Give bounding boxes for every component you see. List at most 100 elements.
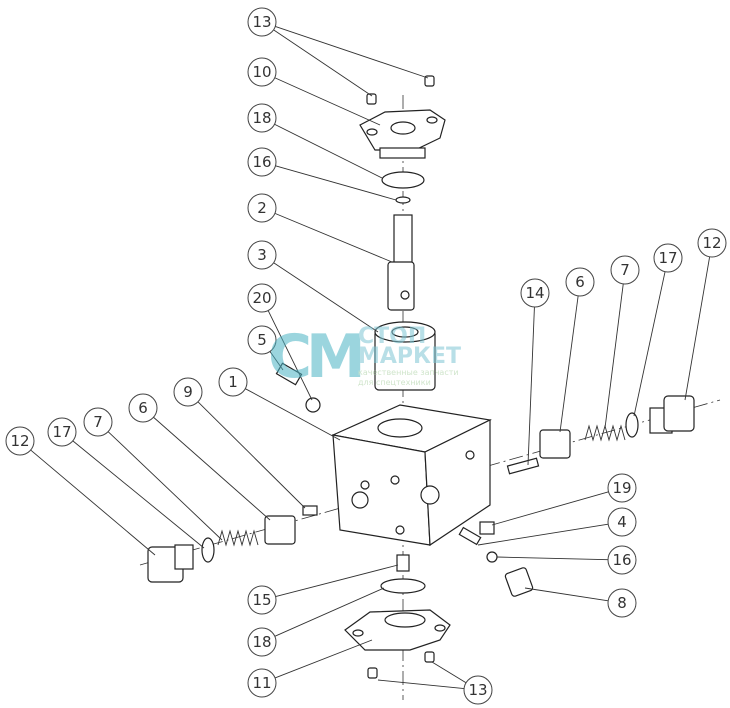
part-13-screws-bottom bbox=[367, 651, 435, 679]
part-3-sleeve bbox=[374, 321, 436, 391]
leader-line bbox=[30, 449, 156, 556]
callout-label: 20 bbox=[252, 289, 271, 307]
callout-circle bbox=[610, 255, 640, 285]
callout-label: 8 bbox=[617, 594, 627, 612]
leader-line bbox=[524, 587, 609, 602]
part-12-plug-right bbox=[649, 395, 695, 434]
callout-label: 9 bbox=[183, 383, 193, 401]
callout-circle bbox=[47, 417, 77, 447]
leader-line bbox=[275, 564, 399, 597]
callout-circle bbox=[247, 147, 277, 177]
callout-label: 7 bbox=[620, 261, 630, 279]
callout-circle bbox=[247, 585, 277, 615]
leader-line bbox=[274, 639, 373, 679]
callout-circle bbox=[463, 675, 493, 705]
callout-label: 16 bbox=[252, 153, 271, 171]
leader-line bbox=[559, 295, 579, 433]
part-17-oring-left bbox=[201, 537, 215, 563]
callout-label: 6 bbox=[575, 273, 585, 291]
callout-circle bbox=[247, 103, 277, 133]
callout-label: 13 bbox=[468, 681, 487, 699]
leader-line bbox=[273, 262, 379, 333]
leader-line bbox=[491, 491, 609, 526]
leader-line bbox=[275, 165, 397, 201]
callout-circle bbox=[247, 325, 277, 355]
leader-line bbox=[275, 26, 429, 79]
callout-circle bbox=[247, 668, 277, 698]
callout-circle bbox=[247, 7, 277, 37]
callout-circle bbox=[247, 193, 277, 223]
leader-line bbox=[267, 310, 313, 401]
callout-label: 18 bbox=[252, 633, 271, 651]
callout-label: 1 bbox=[228, 373, 238, 391]
callout-circle bbox=[607, 473, 637, 503]
part-2-spool bbox=[387, 214, 415, 311]
callout-circle bbox=[607, 507, 637, 537]
callout-label: 10 bbox=[252, 63, 271, 81]
part-12-plug-left bbox=[147, 544, 194, 583]
callout-label: 19 bbox=[612, 479, 631, 497]
part-5-fitting bbox=[275, 362, 303, 386]
callout-label: 16 bbox=[612, 551, 631, 569]
callout-circle bbox=[607, 545, 637, 575]
callout-circle bbox=[5, 426, 35, 456]
part-20-washer bbox=[305, 397, 321, 413]
callout-label: 18 bbox=[252, 109, 271, 127]
part-16-oring-front bbox=[486, 551, 498, 563]
leader-line bbox=[377, 679, 465, 690]
callout-circle bbox=[607, 588, 637, 618]
part-18-oring bbox=[381, 171, 425, 189]
part-8-plug bbox=[504, 567, 534, 597]
part-16-oring bbox=[395, 196, 411, 204]
part-19-check bbox=[479, 521, 495, 535]
callout-circle bbox=[247, 283, 277, 313]
leader-line bbox=[269, 351, 284, 371]
leader-line bbox=[684, 256, 711, 401]
leader-line bbox=[245, 388, 341, 441]
part-14-pin bbox=[506, 457, 540, 475]
part-6-piston-left bbox=[264, 515, 296, 545]
leader-line bbox=[431, 661, 467, 684]
part-10-top-flange bbox=[359, 109, 446, 159]
callout-circle bbox=[173, 377, 203, 407]
part-9-plug bbox=[302, 505, 318, 516]
callout-label: 6 bbox=[138, 399, 148, 417]
callout-circle bbox=[247, 240, 277, 270]
callout-label: 12 bbox=[10, 432, 29, 450]
callout-label: 12 bbox=[702, 234, 721, 252]
leader-line bbox=[604, 283, 624, 429]
callout-label: 11 bbox=[252, 674, 271, 692]
part-18-oring-bottom bbox=[380, 578, 426, 594]
callout-label: 4 bbox=[617, 513, 627, 531]
leader-line bbox=[153, 416, 271, 521]
part-6-piston-right bbox=[539, 429, 571, 459]
callout-circle bbox=[83, 407, 113, 437]
part-15-pin bbox=[396, 554, 410, 572]
callout-label: 2 bbox=[257, 199, 267, 217]
leader-line bbox=[527, 306, 535, 466]
part-17-oring-right bbox=[625, 412, 639, 438]
leader-line bbox=[274, 587, 385, 637]
callout-circle bbox=[247, 627, 277, 657]
leader-line bbox=[274, 123, 383, 179]
callout-circle bbox=[697, 228, 727, 258]
callout-group: 1310181623205196717121467171219416815181… bbox=[5, 7, 727, 705]
leader-line bbox=[107, 431, 223, 541]
callout-label: 7 bbox=[93, 413, 103, 431]
callout-circle bbox=[128, 393, 158, 423]
leader-line bbox=[197, 401, 306, 509]
callout-circle bbox=[565, 267, 595, 297]
callout-circle bbox=[247, 57, 277, 87]
callout-label: 15 bbox=[252, 591, 271, 609]
leader-line bbox=[72, 440, 205, 549]
callout-circle bbox=[520, 278, 550, 308]
leader-line bbox=[477, 523, 609, 546]
callout-circle bbox=[653, 243, 683, 273]
callout-label: 17 bbox=[658, 249, 677, 267]
leader-line bbox=[274, 77, 381, 126]
callout-label: 3 bbox=[257, 246, 267, 264]
leader-line bbox=[274, 212, 393, 263]
callout-label: 13 bbox=[252, 13, 271, 31]
